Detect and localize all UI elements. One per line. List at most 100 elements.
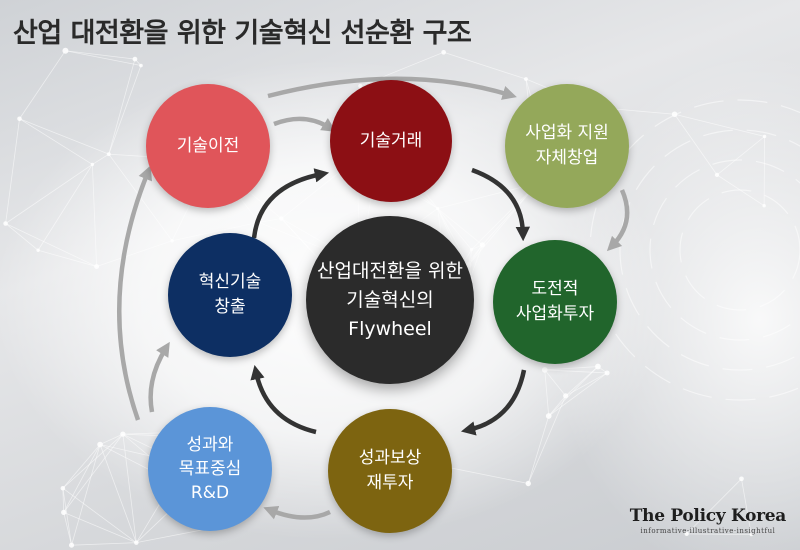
network-node [684,531,689,536]
network-line [63,512,72,546]
network-line [544,366,598,371]
arrow-outer-bottom [263,505,331,520]
network-line [62,444,101,489]
network-line [716,136,765,176]
network-line [63,512,137,544]
network-node [563,393,569,399]
node-reward-reinvest: 성과보상 재투자 [328,409,452,533]
network-line [548,366,599,417]
network-node [61,509,67,516]
network-line [99,433,124,445]
hud-ring [679,189,800,311]
network-line [5,223,39,251]
network-line [71,444,101,546]
network-line [92,153,110,165]
network-line [19,118,109,155]
network-line [5,223,97,267]
network-node [132,56,138,62]
network-node [90,162,95,167]
network-line [62,433,124,489]
network-node [604,370,610,376]
network-line [19,118,93,165]
node-tech-transfer: 기술이전 [146,84,270,208]
network-node [436,206,440,211]
network-line [544,369,550,417]
hud-ring [589,99,800,401]
network-line [544,369,608,374]
network-node [106,152,111,157]
arrow-creation-to-trade [251,168,330,239]
network-line [674,114,718,176]
network-node [545,413,552,419]
network-line [674,113,765,137]
arrow-challenge-to-reward [460,369,527,436]
network-node [36,248,40,252]
network-line [565,366,599,397]
brand-name: The Policy Korea [629,506,787,526]
network-line [63,444,101,513]
node-tech-trade: 기술거래 [330,80,452,202]
arrow-transfer-to-trade [273,116,337,132]
network-line [437,208,469,266]
network-line [468,244,483,266]
network-line [62,488,65,513]
node-challenge-invest: 도전적 사업화투자 [493,240,617,364]
network-line [437,208,472,250]
network-line [5,118,20,224]
network-node [762,134,767,139]
network-line [172,221,259,242]
network-node [62,47,69,54]
network-line [62,488,72,546]
arrow-reward-to-creation [250,364,317,435]
arrow-outer-left-lower [148,341,170,413]
arrow-outer-left [117,165,152,421]
network-line [741,478,752,535]
node-performance-rnd: 성과와 목표중심 R&D [148,407,272,531]
network-node [749,533,753,537]
arrow-outer-top [267,76,517,100]
network-node [525,480,531,487]
center-flywheel: 산업대전환을 위한 기술혁신의 Flywheel [306,216,474,384]
network-node [469,247,474,252]
network-line [686,478,742,535]
network-line [65,50,135,60]
network-node [94,264,100,270]
network-node [170,238,174,243]
network-node [762,204,766,208]
node-tech-creation: 혁신기술 창출 [168,233,292,357]
arrow-trade-to-challenge [471,167,531,242]
network-line [548,372,608,417]
network-line [19,50,66,119]
network-node [279,216,284,221]
arrow-outer-right [606,189,630,252]
network-node [3,221,8,226]
network-node [479,242,485,248]
network-line [91,164,98,267]
network-line [544,369,566,397]
network-line [108,58,136,155]
network-line [108,65,142,155]
network-line [99,444,137,543]
network-node [97,441,103,448]
network-line [5,164,93,224]
network-node [120,431,126,437]
network-node [60,485,66,491]
network-node [134,540,139,545]
brand-logo: The Policy Korea informative·illustrativ… [629,506,787,535]
network-node [595,363,601,370]
network-line [37,164,93,251]
network-line [527,395,567,484]
network-node [739,476,744,482]
network-node [441,49,446,55]
brand-tagline: informative·illustrative·insightful [640,527,776,535]
network-line [38,249,97,267]
network-line [258,218,282,223]
network-line [471,182,538,250]
network-node [68,542,75,548]
network-node [17,116,22,122]
hud-ring [649,159,800,341]
network-node [714,172,720,178]
page-title: 산업 대전환을 위한 기술혁신 선순환 구조 [13,18,472,49]
network-line [527,415,550,484]
